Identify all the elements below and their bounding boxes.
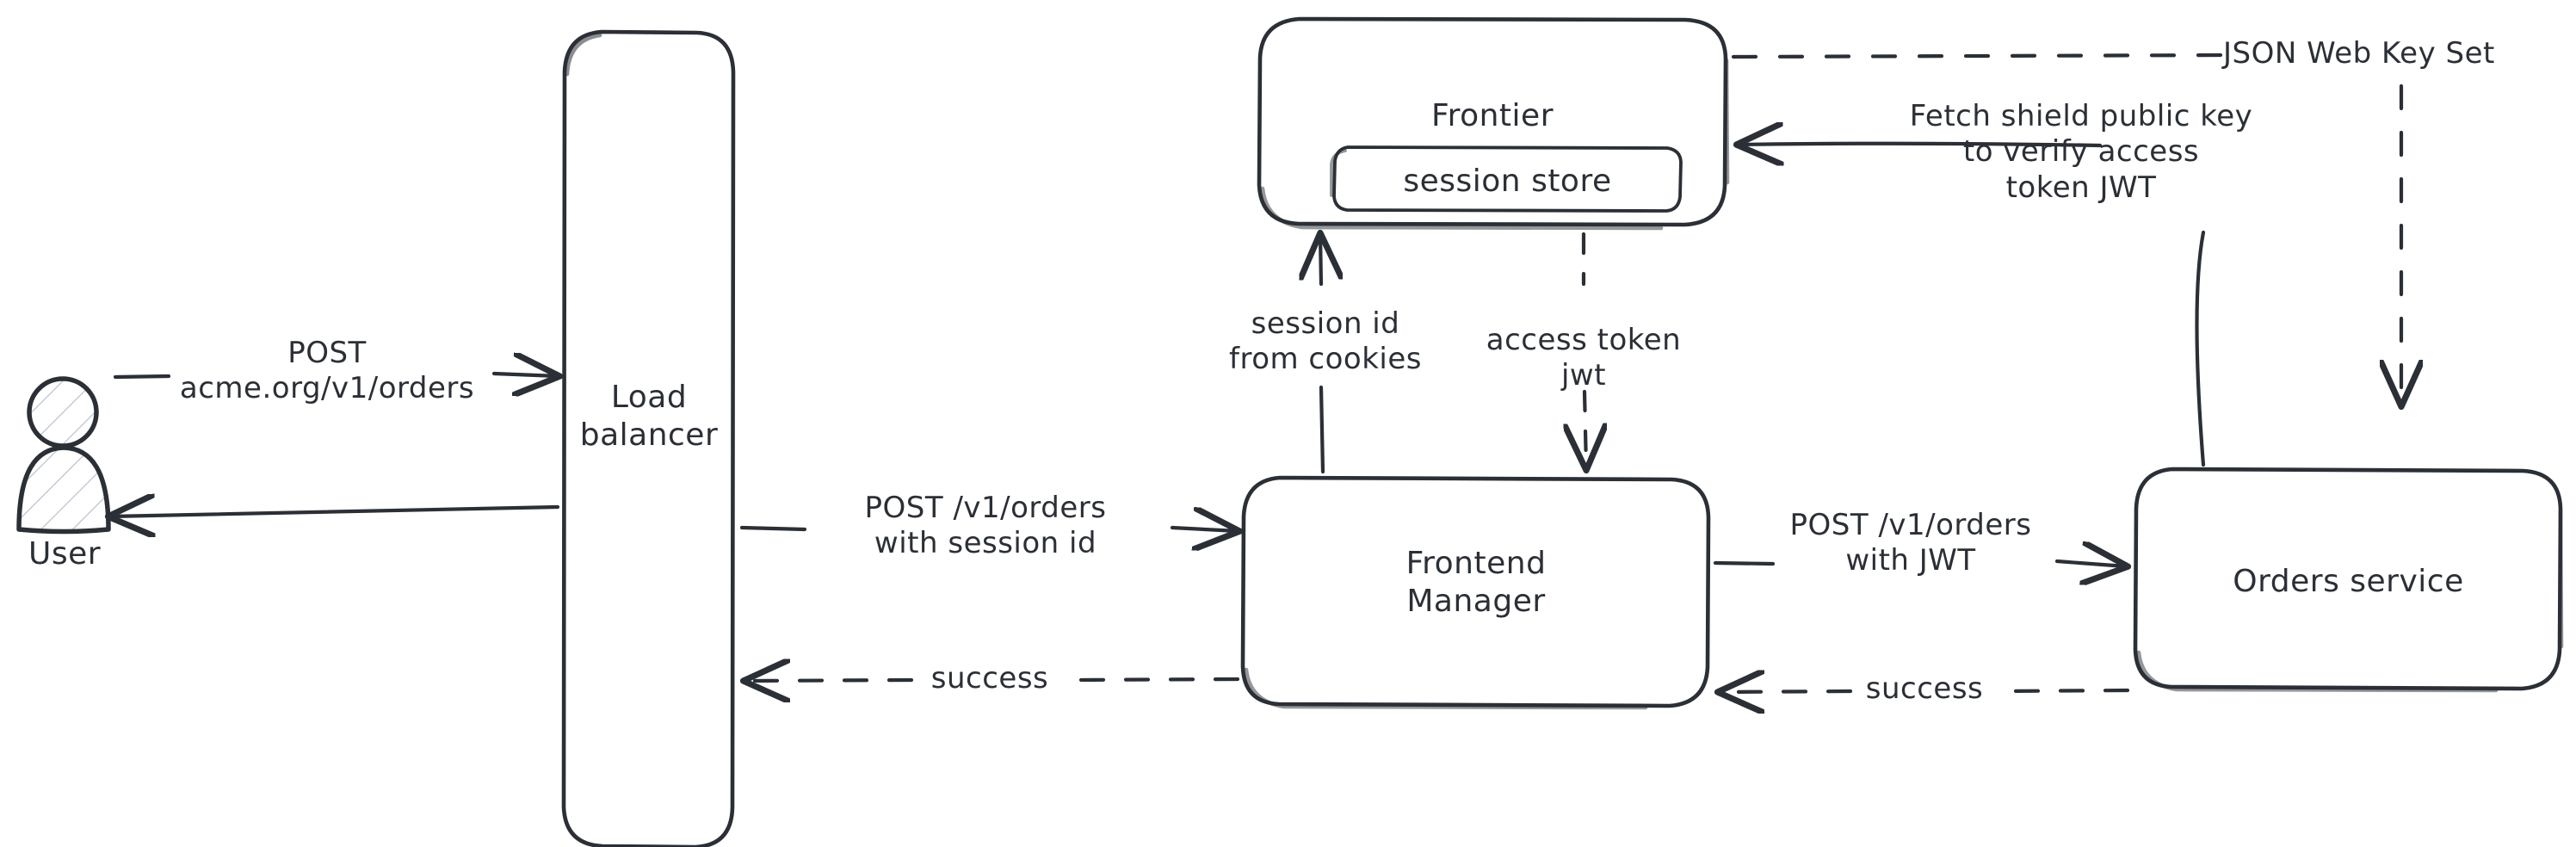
frontier-shape[interactable] [1257,16,1730,231]
edge-frontend-manager-to-orders [1713,561,2126,566]
edge-label-lb-to-frontend-manager: POST /v1/orders with session id [864,491,1107,561]
edge-label-frontier-to-frontend-manager: access token jwt [1486,323,1682,393]
load-balancer-shape[interactable] [561,29,736,847]
edge-user-to-lb [113,374,558,377]
edge-orders-to-frontend-manager [1720,690,2130,692]
frontend-manager-label[interactable]: Frontend Manager [1405,546,1547,619]
user-actor-icon [16,376,111,535]
edge-label-frontier-to-orders: JSON Web Key Set [2223,36,2495,71]
frontier-label[interactable]: Frontier [1430,98,1554,133]
edge-label-orders-to-frontend-manager: success [1865,671,1984,706]
edge-label-user-to-lb: POST acme.org/v1/orders [179,336,475,406]
edge-frontend-manager-to-lb [745,679,1240,681]
session-store-shape[interactable] [1330,145,1683,213]
edge-lb-to-user [110,507,560,516]
edge-frontend-manager-to-frontier [1320,235,1323,474]
edge-lb-to-frontend-manager [739,528,1238,531]
edge-orders-to-frontier [1739,144,2206,467]
edge-label-frontend-manager-to-frontier: session id from cookies [1229,306,1422,377]
edge-label-frontend-manager-to-orders: POST /v1/orders with JWT [1789,508,2032,578]
orders-service-label[interactable]: Orders service [2233,564,2464,599]
frontend-manager-shape[interactable] [1240,475,1711,710]
load-balancer-label[interactable]: Load balancer [579,380,719,453]
session-store-label[interactable]: session store [1403,164,1612,199]
edge-label-frontend-manager-to-lb: success [930,661,1049,696]
edge-frontier-to-orders [1731,53,2401,405]
edge-frontier-to-frontend-manager [1584,232,1586,468]
user-label: User [28,536,102,572]
orders-service-shape[interactable] [2133,467,2564,693]
edge-label-orders-to-frontier: Fetch shield public key to verify access… [1909,99,2253,205]
